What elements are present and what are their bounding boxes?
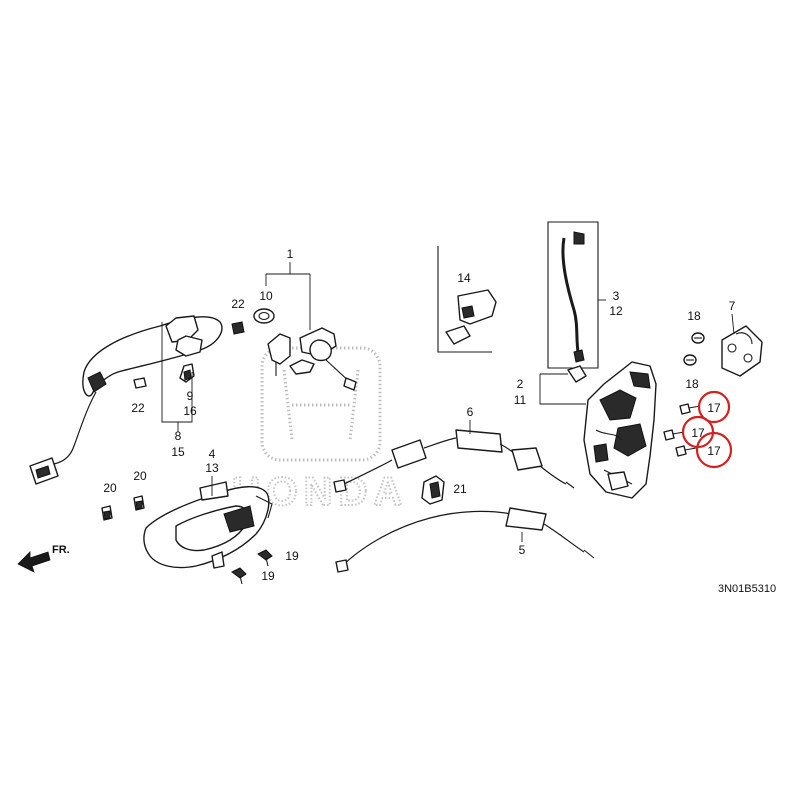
label-15[interactable]: 15	[171, 445, 185, 459]
clip-21[interactable]	[421, 475, 445, 505]
label-20-left[interactable]: 20	[103, 481, 117, 495]
label-22-upper[interactable]: 22	[231, 297, 245, 311]
screw-18-upper[interactable]	[691, 332, 705, 344]
clip-20-left[interactable]	[101, 505, 113, 521]
highlight-17-c	[695, 431, 733, 469]
rod-assembly	[547, 221, 599, 383]
screw-17-c[interactable]	[675, 445, 697, 457]
label-3[interactable]: 3	[613, 289, 620, 303]
screw-18-lower[interactable]	[683, 354, 697, 366]
label-1[interactable]: 1	[287, 247, 294, 261]
label-14[interactable]: 14	[457, 271, 471, 285]
label-5[interactable]: 5	[519, 543, 526, 557]
label-17-c[interactable]: 17	[707, 444, 721, 458]
screw-19-lower[interactable]	[231, 567, 247, 585]
label-13[interactable]: 13	[205, 461, 219, 475]
arrow-left-icon	[17, 551, 51, 573]
label-16[interactable]: 16	[183, 404, 197, 418]
label-2[interactable]: 2	[517, 377, 524, 391]
label-17-b[interactable]: 17	[691, 426, 705, 440]
bracket-group-14	[437, 246, 497, 353]
cable-5[interactable]	[335, 507, 595, 573]
screw-17-a[interactable]	[679, 403, 701, 415]
screw-19-upper[interactable]	[257, 549, 273, 567]
label-9[interactable]: 9	[187, 389, 194, 403]
label-4[interactable]: 4	[209, 447, 216, 461]
inside-handle[interactable]	[143, 481, 273, 569]
diagram-code: 3N01B5310	[718, 583, 776, 595]
part-labels: 1 10 22 22 9 16 8 15 4 13 20 20 19 19 6 …	[103, 247, 735, 583]
label-20-right[interactable]: 20	[133, 469, 147, 483]
clip-22-lower[interactable]	[133, 377, 147, 389]
key-cylinder-assembly[interactable]	[253, 308, 357, 391]
clip-22-upper[interactable]	[231, 321, 245, 335]
label-12[interactable]: 12	[609, 304, 623, 318]
label-19-lower[interactable]: 19	[261, 569, 275, 583]
clip-20-right[interactable]	[133, 495, 145, 511]
label-18-lower[interactable]: 18	[685, 377, 699, 391]
label-18-upper[interactable]: 18	[687, 309, 701, 323]
bracket-9[interactable]	[179, 363, 195, 383]
striker[interactable]	[721, 325, 763, 377]
label-7[interactable]: 7	[729, 299, 736, 313]
label-21[interactable]: 21	[453, 482, 467, 496]
door-lock-actuator[interactable]	[583, 361, 657, 499]
screw-17-b[interactable]	[663, 429, 685, 441]
label-19-upper[interactable]: 19	[285, 549, 299, 563]
direction-label: FR.	[52, 544, 70, 556]
label-6[interactable]: 6	[467, 405, 474, 419]
front-direction-arrow: FR.	[17, 544, 70, 573]
label-8[interactable]: 8	[175, 429, 182, 443]
highlight-circles	[681, 390, 733, 469]
outside-handle[interactable]	[29, 315, 223, 485]
label-22-lower[interactable]: 22	[131, 401, 145, 415]
label-11[interactable]: 11	[514, 393, 527, 407]
label-10[interactable]: 10	[259, 289, 273, 303]
highlight-17-a	[697, 390, 731, 424]
leader-lines	[161, 262, 735, 542]
label-17-a[interactable]: 17	[707, 401, 721, 415]
cable-6[interactable]	[333, 429, 575, 493]
